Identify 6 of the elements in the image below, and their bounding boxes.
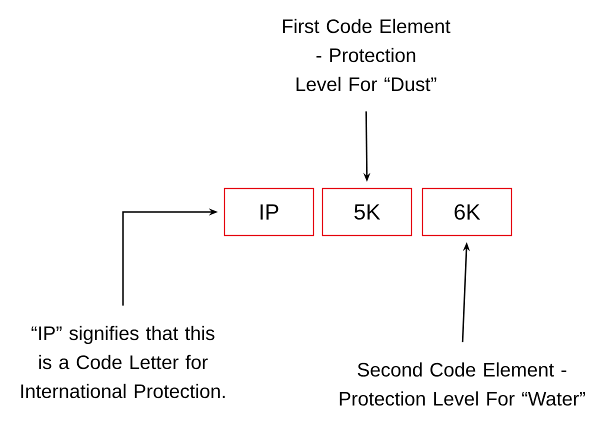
callout-text: Second Code Element - Protection Level For “Water” [340, 362, 585, 406]
callout-text: First Code Element - Protection Level For “Dust” [283, 18, 450, 92]
code-box: 6K [422, 188, 512, 236]
code-box: 5K [322, 188, 412, 236]
code-box: IP [224, 188, 314, 236]
callout-text: “IP” signifies that this is a Code Letter for International Protection. [21, 326, 225, 398]
